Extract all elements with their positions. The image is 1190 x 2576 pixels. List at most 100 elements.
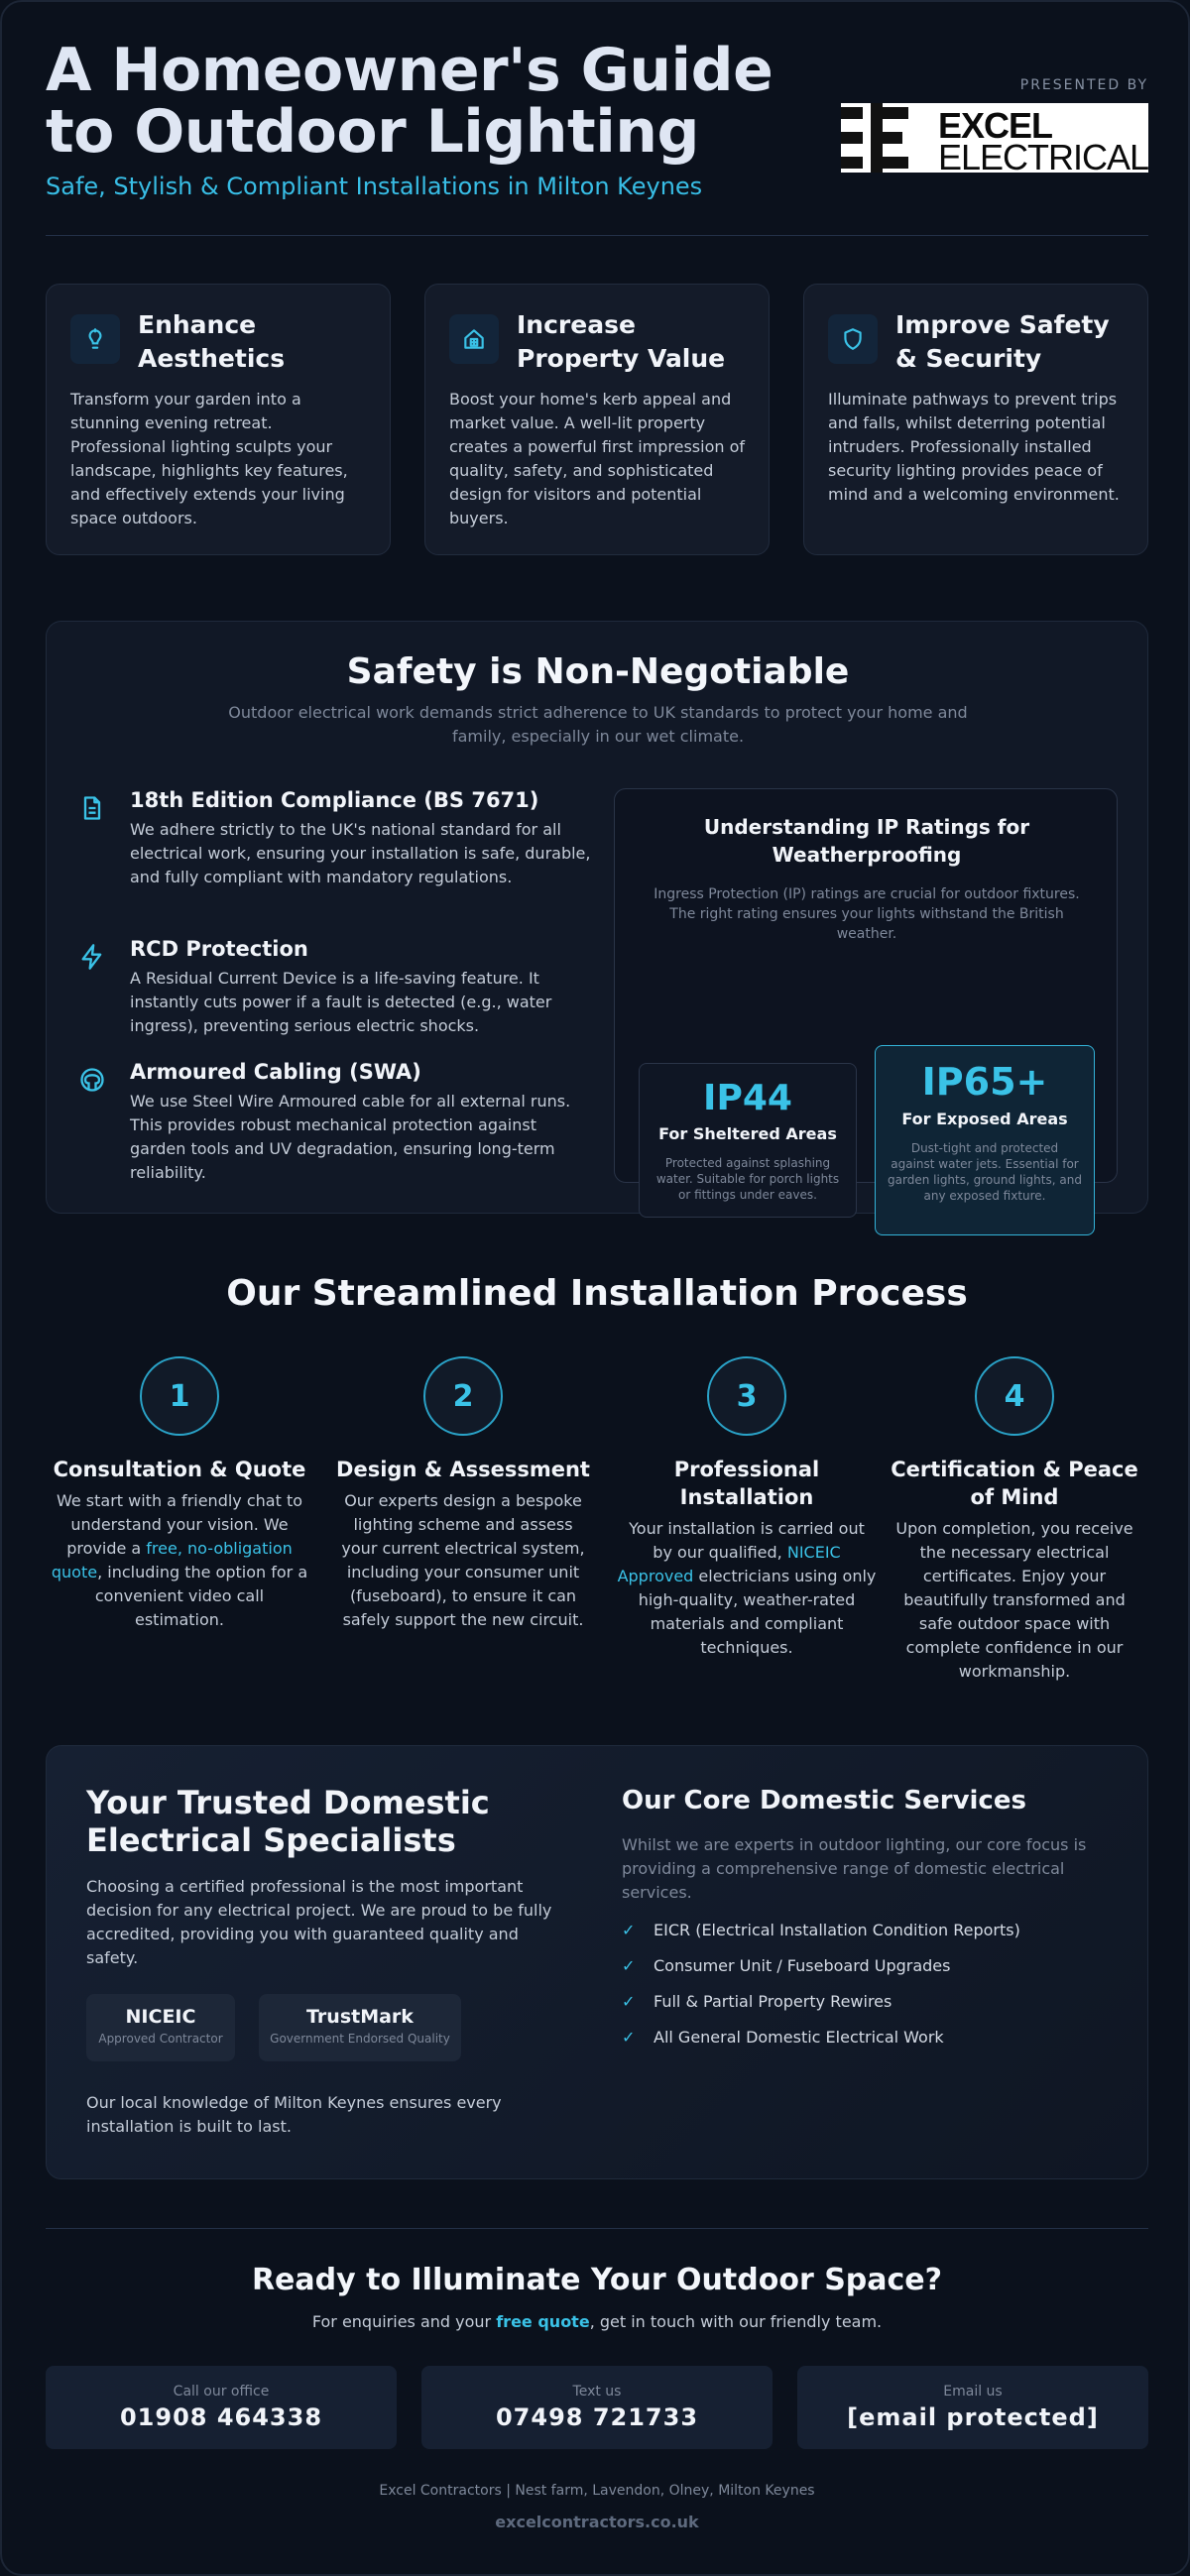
check-icon: ✓ — [622, 1921, 636, 1939]
service-item: ✓EICR (Electrical Installation Condition… — [622, 1921, 1020, 1939]
step-number: 4 — [975, 1356, 1054, 1436]
safety-item-title: RCD Protection — [130, 937, 308, 961]
presented-by-label: PRESENTED BY — [1019, 77, 1148, 93]
safety-section: Safety is Non-Negotiable Outdoor electri… — [46, 621, 1148, 1235]
process-step-2: 2 Design & Assessment Our experts design… — [329, 1356, 597, 1632]
trust-section: Your Trusted Domestic Electrical Special… — [46, 1745, 1148, 2179]
benefit-card-aesthetics: Enhance Aesthetics Transform your garden… — [46, 284, 391, 555]
check-icon: ✓ — [622, 2028, 636, 2047]
badge-name: NICEIC — [125, 2006, 196, 2028]
ip44-card: IP44 For Sheltered Areas Protected again… — [639, 1063, 857, 1218]
safety-item-text: We use Steel Wire Armoured cable for all… — [130, 1092, 571, 1182]
ip-label: For Sheltered Areas — [658, 1124, 837, 1143]
cta-highlight: free quote — [496, 2312, 590, 2331]
badge-sub: Approved Contractor — [98, 2032, 223, 2046]
safety-item-text: We adhere strictly to the UK's national … — [130, 820, 591, 886]
safety-subtitle: Outdoor electrical work demands strict a… — [228, 703, 968, 746]
benefit-title: Improve Safety & Security — [895, 310, 1110, 373]
check-icon: ✓ — [622, 1992, 636, 2011]
ip-code: IP44 — [703, 1078, 792, 1118]
step-text: We start with a friendly chat to underst… — [51, 1491, 308, 1629]
contact-value[interactable]: [email protected] — [847, 2403, 1099, 2431]
trust-footer: Our local knowledge of Milton Keynes ens… — [86, 2093, 502, 2136]
ip-desc: Dust-tight and protected against water j… — [888, 1141, 1082, 1203]
cta-title: Ready to Illuminate Your Outdoor Space? — [251, 2263, 943, 2297]
logo-text-excel: EXCEL — [938, 105, 1053, 146]
cable-icon — [76, 1064, 108, 1096]
step-number: 3 — [707, 1356, 786, 1436]
benefit-text: Illuminate pathways to prevent trips and… — [828, 390, 1120, 504]
house-icon — [449, 314, 499, 364]
niceic-badge: NICEIC Approved Contractor — [86, 1994, 235, 2061]
safety-item-title: Armoured Cabling (SWA) — [130, 1060, 421, 1084]
contact-value[interactable]: 01908 464338 — [119, 2403, 323, 2431]
services-subtitle: Whilst we are experts in outdoor lightin… — [622, 1835, 1087, 1902]
badge-name: TrustMark — [306, 2006, 414, 2028]
step-highlight: NICEIC Approved — [617, 1543, 841, 1585]
benefit-card-value: Increase Property Value Boost your home'… — [424, 284, 770, 555]
ip-ratings-subtitle: Ingress Protection (IP) ratings are cruc… — [654, 886, 1080, 942]
check-icon: ✓ — [622, 1956, 636, 1975]
benefit-text: Transform your garden into a stunning ev… — [70, 390, 348, 527]
step-title: Consultation & Quote — [53, 1458, 306, 1481]
contact-email[interactable]: Email us [email protected] — [797, 2366, 1148, 2449]
service-item: ✓Consumer Unit / Fuseboard Upgrades — [622, 1956, 951, 1975]
step-title: Design & Assessment — [336, 1458, 590, 1481]
lightbulb-icon — [70, 314, 120, 364]
process-step-3: 3 Professional Installation Your install… — [613, 1356, 881, 1660]
benefit-cards: Enhance Aesthetics Transform your garden… — [46, 284, 1148, 555]
contact-label: Email us — [943, 2384, 1003, 2400]
ip-ratings-panel: Understanding IP Ratings for Weatherproo… — [614, 788, 1118, 1235]
logo-text-electrical: ELECTRICAL — [938, 137, 1148, 173]
ip-code: IP65+ — [921, 1060, 1048, 1104]
safety-item-cabling: Armoured Cabling (SWA) We use Steel Wire… — [76, 1060, 592, 1182]
safety-item-title: 18th Edition Compliance (BS 7671) — [130, 788, 539, 812]
trust-title: Your Trusted Domestic Electrical Special… — [86, 1784, 490, 1859]
safety-title: Safety is Non-Negotiable — [346, 651, 850, 692]
service-item: ✓All General Domestic Electrical Work — [622, 2028, 944, 2047]
excel-electrical-logo: EXCEL ELECTRICAL — [841, 103, 1148, 173]
trustmark-badge: TrustMark Government Endorsed Quality — [259, 1994, 461, 2061]
contact-text[interactable]: Text us 07498 721733 — [421, 2366, 773, 2449]
step-title: Certification & Peace of Mind — [891, 1458, 1138, 1509]
step-text: Your installation is carried out by our … — [617, 1519, 877, 1657]
service-item: ✓Full & Partial Property Rewires — [622, 1992, 892, 2011]
contact-phone-office[interactable]: Call our office 01908 464338 — [46, 2366, 397, 2449]
safety-item-text: A Residual Current Device is a life-savi… — [130, 969, 552, 1035]
badge-sub: Government Endorsed Quality — [270, 2032, 450, 2046]
step-text: Upon completion, you receive the necessa… — [895, 1519, 1133, 1681]
benefit-title: Enhance Aesthetics — [138, 310, 286, 373]
services-title: Our Core Domestic Services — [622, 1786, 1026, 1815]
process-title: Our Streamlined Installation Process — [226, 1273, 968, 1314]
cta-subtitle: For enquiries and your free quote, get i… — [311, 2312, 883, 2331]
step-title: Professional Installation — [673, 1458, 820, 1509]
website-link[interactable]: excelcontractors.co.uk — [495, 2513, 699, 2531]
ip-label: For Exposed Areas — [901, 1110, 1068, 1128]
safety-item-rcd: RCD Protection A Residual Current Device… — [76, 937, 592, 1036]
logo-mark — [841, 103, 910, 173]
benefit-card-safety: Improve Safety & Security Illuminate pat… — [803, 284, 1148, 555]
ip-ratings-title: Understanding IP Ratings for Weatherproo… — [703, 815, 1030, 867]
process-step-4: 4 Certification & Peace of Mind Upon com… — [881, 1356, 1148, 1684]
process-step-1: 1 Consultation & Quote We start with a f… — [46, 1356, 313, 1632]
contact-value[interactable]: 07498 721733 — [495, 2403, 699, 2431]
shield-icon — [828, 314, 878, 364]
cta-divider — [46, 2228, 1148, 2229]
header-divider — [46, 235, 1148, 236]
benefit-title: Increase Property Value — [517, 310, 726, 373]
safety-item-compliance: 18th Edition Compliance (BS 7671) We adh… — [76, 788, 592, 907]
document-icon — [76, 792, 108, 824]
step-number: 2 — [423, 1356, 503, 1436]
step-number: 1 — [140, 1356, 219, 1436]
page-subtitle: Safe, Stylish & Compliant Installations … — [46, 173, 703, 200]
page-title: A Homeowner's Guide to Outdoor Lighting — [46, 36, 774, 167]
contact-label: Call our office — [173, 2384, 270, 2400]
header: A Homeowner's Guide to Outdoor Lighting … — [46, 36, 1148, 200]
step-text: Our experts design a bespoke lighting sc… — [341, 1491, 585, 1629]
contact-label: Text us — [572, 2384, 622, 2400]
ip-desc: Protected against splashing water. Suita… — [655, 1156, 840, 1202]
company-address: Excel Contractors | Nest farm, Lavendon,… — [379, 2483, 815, 2499]
benefit-text: Boost your home's kerb appeal and market… — [449, 390, 746, 527]
ip65-card: IP65+ For Exposed Areas Dust-tight and p… — [875, 1045, 1095, 1235]
